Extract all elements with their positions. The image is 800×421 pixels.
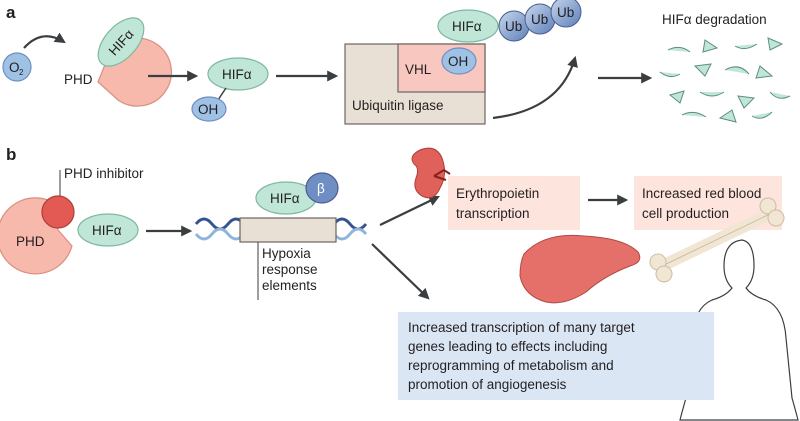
- arrow-ubiquitin-curve: [492, 55, 578, 120]
- ubiquitin-ligase-complex: Ubiquitin ligase VHL HIFα OH: [344, 9, 499, 125]
- arrow-to-target-genes: [371, 243, 430, 300]
- ub-label-1: Ub: [505, 19, 522, 34]
- arrow-o2-to-phd: [23, 32, 66, 49]
- phd-enzyme-b: PHD: [0, 197, 73, 275]
- ubiquitin-chain: Ub Ub Ub: [498, 0, 582, 42]
- hif-alpha-label-b1: HIFα: [92, 223, 122, 238]
- oh-label-a2: OH: [448, 54, 468, 69]
- target-genes-box: [398, 312, 714, 400]
- ub-label-3: Ub: [557, 5, 574, 20]
- o2-label: O: [9, 60, 20, 75]
- targets-line1: Increased transcription of many target: [408, 320, 635, 335]
- hif-alpha-label-b2: HIFα: [270, 191, 300, 206]
- free-hif-alpha: [77, 213, 139, 247]
- hre-label-line2: response: [262, 262, 318, 277]
- bone-icon: [649, 197, 785, 283]
- ubiquitin-ligase-label: Ubiquitin ligase: [352, 98, 444, 113]
- hif-alpha-label-a3: HIFα: [452, 19, 482, 34]
- degradation-label: HIFα degradation: [662, 12, 767, 27]
- vhl-label: VHL: [405, 62, 432, 77]
- phd-inhibitor-molecule: [41, 195, 75, 229]
- arrow-to-erythropoietin: [379, 195, 440, 226]
- liver-icon: [519, 234, 641, 304]
- targets-line3: reprogramming of metabolism and: [408, 358, 614, 373]
- targets-line4: promotion of angiogenesis: [408, 377, 567, 392]
- beta-label: β: [317, 181, 325, 196]
- hif-beta-subunit: [305, 172, 339, 204]
- hre-label-line3: elements: [262, 278, 317, 293]
- oxygen-molecule: O 2: [2, 52, 32, 82]
- rbc-line2: cell production: [642, 206, 729, 221]
- epo-line2: transcription: [456, 206, 530, 221]
- phd-label-b: PHD: [16, 234, 45, 249]
- kidney-icon: [411, 147, 446, 199]
- panel-label-a: a: [6, 3, 16, 22]
- rbc-line1: Increased red blood: [642, 186, 761, 201]
- panel-label-b: b: [6, 145, 16, 164]
- o2-subscript: 2: [19, 68, 24, 77]
- oh-label-a1: OH: [198, 102, 218, 117]
- ub-label-2: Ub: [531, 12, 548, 27]
- erythropoietin-box: [448, 176, 580, 230]
- phd-inhibitor-label: PHD inhibitor: [64, 166, 144, 181]
- degradation-fragments: [659, 37, 791, 123]
- targets-line2: genes leading to effects including: [408, 339, 607, 354]
- dna-helix: [194, 217, 368, 241]
- epo-line1: Erythropoietin: [456, 186, 539, 201]
- hif-alpha-bound-phd: HIFα: [97, 17, 145, 67]
- hif-alpha-label-a2: HIFα: [222, 67, 252, 82]
- phd-label-a: PHD: [64, 72, 93, 87]
- hypoxia-response-element-box: [239, 217, 337, 243]
- hre-label-line1: Hypoxia: [262, 246, 311, 261]
- hydroxylated-hif-alpha: HIFα OH: [191, 57, 269, 122]
